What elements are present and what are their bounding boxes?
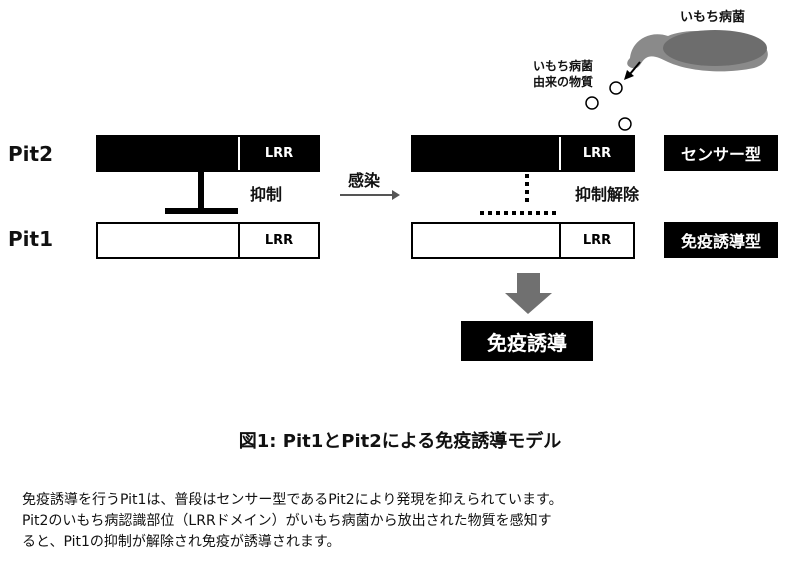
substance-label: いもち病菌 由来の物質: [505, 58, 593, 90]
substance-arrow-head: [624, 70, 634, 80]
description-line-3: ると、Pit1の抑制が解除され免疫が誘導されます。: [22, 534, 341, 550]
substance-circle: [609, 81, 623, 95]
pit2-bar-after: LRR: [411, 135, 635, 172]
suppression-label: 抑制: [250, 185, 283, 204]
pit1-lrr-before: LRR: [238, 224, 318, 257]
pit1-bar-before: LRR: [96, 222, 320, 259]
description-line-1: 免疫誘導を行うPit1は、普段はセンサー型であるPit2により発現を抑えられてい…: [22, 492, 563, 508]
infection-label: 感染: [348, 171, 381, 190]
inducer-type-tag: 免疫誘導型: [664, 222, 778, 258]
pathogen-body: [663, 30, 767, 66]
description-line-2: Pit2のいもち病認識部位（LRRドメイン）がいもち病菌から放出された物質を感知…: [22, 513, 552, 529]
pit1-lrr-after: LRR: [559, 224, 633, 257]
result-arrow-head: [505, 293, 552, 314]
immune-induction-result: 免疫誘導: [461, 321, 593, 361]
pathogen-label: いもち病菌: [680, 10, 746, 25]
substance-arrow-line: [629, 61, 641, 75]
pit1-bar-after: LRR: [411, 222, 635, 259]
pit2-bar-before: LRR: [96, 135, 320, 172]
release-label: 抑制解除: [575, 185, 640, 204]
pit2-lrr-after: LRR: [559, 137, 633, 170]
pit2-lrr-before: LRR: [238, 137, 318, 170]
row-label-pit1: Pit1: [8, 227, 53, 251]
substance-circle: [618, 117, 632, 131]
figure-description: 免疫誘導を行うPit1は、普段はセンサー型であるPit2により発現を抑えられてい…: [22, 490, 792, 553]
result-arrow-shaft: [517, 273, 540, 293]
substance-circle: [585, 96, 599, 110]
figure-caption: 図1: Pit1とPit2による免疫誘導モデル: [238, 431, 562, 452]
row-label-pit2: Pit2: [8, 142, 53, 166]
sensor-type-tag: センサー型: [664, 135, 778, 171]
infection-arrow-head: [392, 190, 400, 200]
substance-label-line2: 由来の物質: [532, 75, 593, 89]
substance-label-line1: いもち病菌: [532, 59, 593, 73]
